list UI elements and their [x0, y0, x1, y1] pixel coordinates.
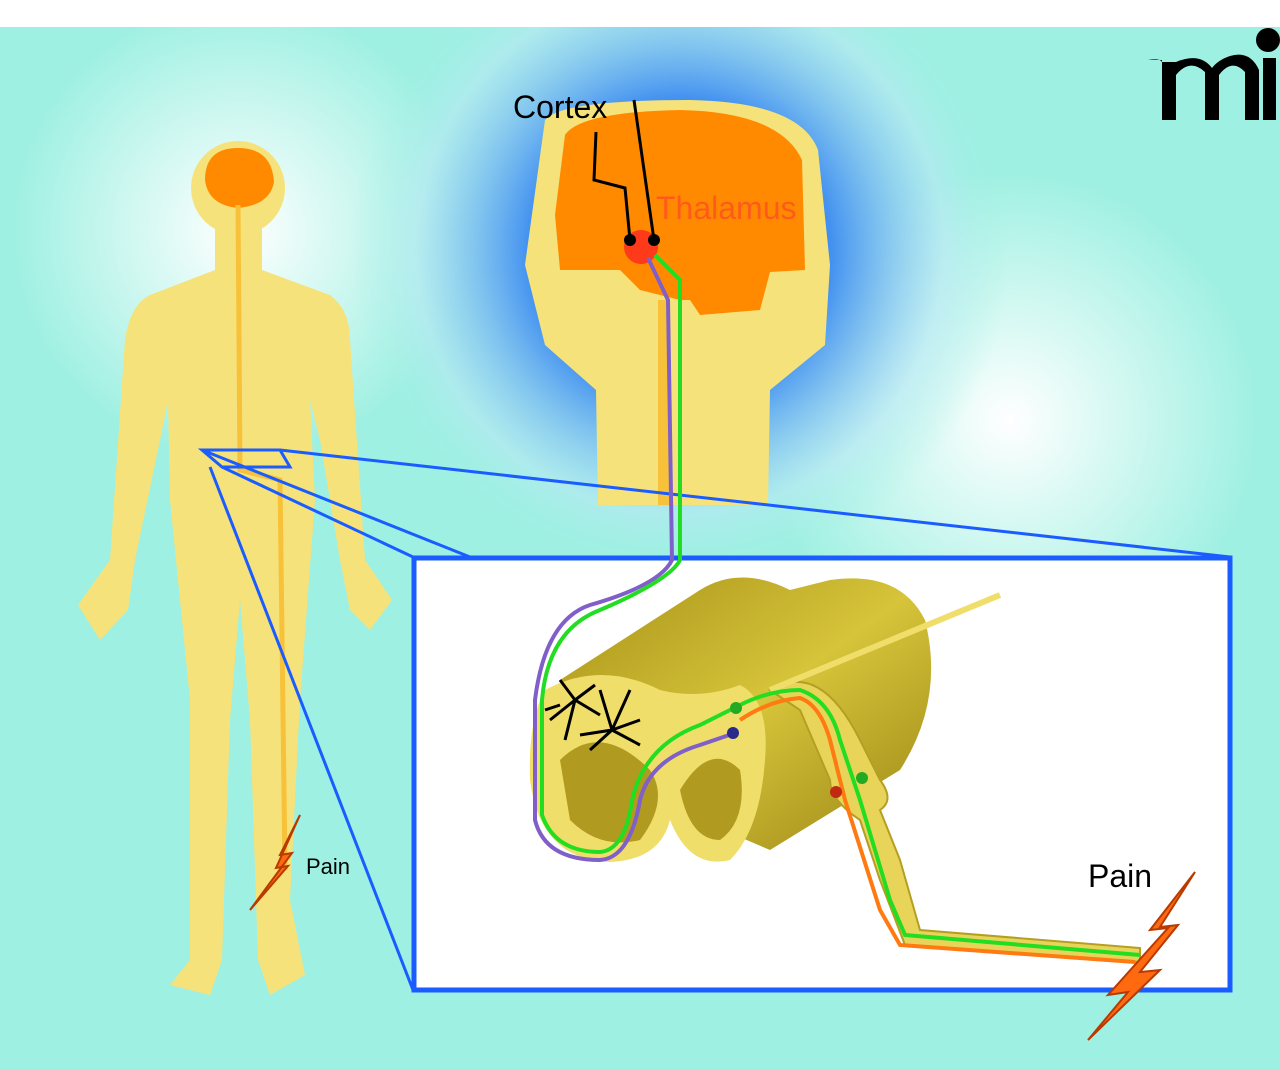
small-lightning-icon — [249, 814, 301, 911]
purple-pathway — [533, 257, 736, 863]
spinal-cord-3d — [529, 577, 1141, 964]
pain-pathways — [533, 253, 1141, 964]
brain-cortex — [555, 110, 805, 315]
green-pathway — [540, 253, 1141, 957]
neuron-body-red — [830, 786, 842, 798]
neuron-body-blue — [727, 727, 739, 739]
human-body — [78, 141, 392, 995]
mi-logo — [1148, 28, 1280, 120]
thalamus-label: Thalamus — [656, 190, 797, 226]
cortex-pointer-line — [592, 131, 632, 241]
neuron-body-green — [856, 772, 868, 784]
pain-label-small: Pain — [306, 854, 351, 879]
body-brain — [205, 148, 274, 208]
head-cross-section — [525, 99, 830, 505]
top-strip — [0, 0, 1280, 27]
pain-label-large: Pain — [1088, 858, 1153, 894]
dorsal-horn-neurons — [544, 679, 641, 752]
large-lightning-icon — [1087, 871, 1196, 1041]
neuron-body-green — [730, 702, 742, 714]
body-spinal-pathway — [235, 204, 288, 871]
cortex-label: Cortex — [513, 89, 608, 125]
zoom-lines — [197, 448, 1231, 991]
orange-pathway — [738, 695, 1136, 964]
cortex-pointer-line — [632, 99, 656, 241]
